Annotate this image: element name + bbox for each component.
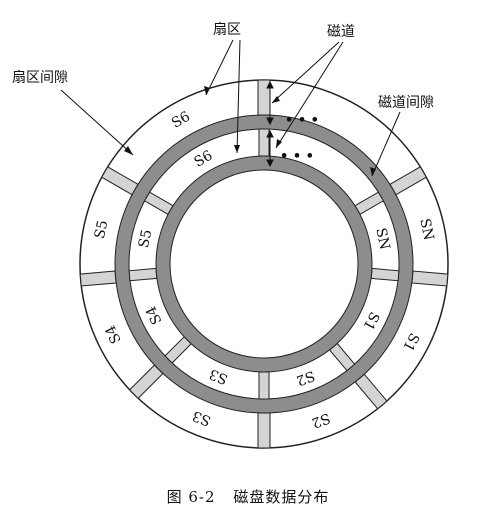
inner-sector-label: S1 bbox=[359, 309, 382, 333]
inner-sector-label: S3 bbox=[207, 365, 230, 387]
track-gap-label: 磁道间隙 bbox=[378, 95, 434, 111]
outer-sector-label: S3 bbox=[190, 407, 213, 429]
outer-sector-label: S2 bbox=[309, 409, 332, 430]
outer-sector-label: S1 bbox=[399, 330, 422, 354]
inner-sector-gap bbox=[258, 128, 270, 157]
figure-title: 磁盘数据分布 bbox=[233, 488, 330, 506]
outer-sector-label: S4 bbox=[102, 322, 124, 346]
outer-sector-gap bbox=[411, 270, 449, 287]
figure-caption: 图 6-2 磁盘数据分布 bbox=[0, 486, 496, 507]
inner-sector-label: S4 bbox=[143, 303, 165, 327]
sector-gap-label: 扇区间隙 bbox=[12, 70, 68, 86]
inner-sector-gap bbox=[258, 371, 270, 400]
outer-sector-label: S5 bbox=[92, 219, 111, 240]
track-gap-band bbox=[115, 115, 413, 413]
outer-sector-label: SN bbox=[416, 217, 436, 242]
inner-sector-gap bbox=[128, 267, 158, 282]
outer-sector-gap bbox=[257, 412, 271, 449]
inner-gap-band bbox=[156, 156, 372, 372]
pointer-lines bbox=[60, 39, 401, 177]
inner-sector-label: S2 bbox=[294, 367, 317, 388]
inner-sector-label: SN bbox=[372, 226, 392, 251]
inner-sector-label: S5 bbox=[136, 228, 155, 249]
track-width-markers bbox=[266, 80, 274, 168]
inner-sector-gap bbox=[370, 267, 400, 282]
track-label: 磁道 bbox=[327, 24, 355, 40]
figure-number: 图 6-2 bbox=[166, 488, 216, 506]
outer-sector-gap bbox=[79, 270, 117, 287]
inner-track-ellipsis: • • • bbox=[280, 149, 314, 164]
disk-center-hole bbox=[169, 169, 359, 359]
sector-label: 扇区 bbox=[213, 22, 241, 38]
outer-track-ellipsis: • • • bbox=[285, 113, 319, 128]
